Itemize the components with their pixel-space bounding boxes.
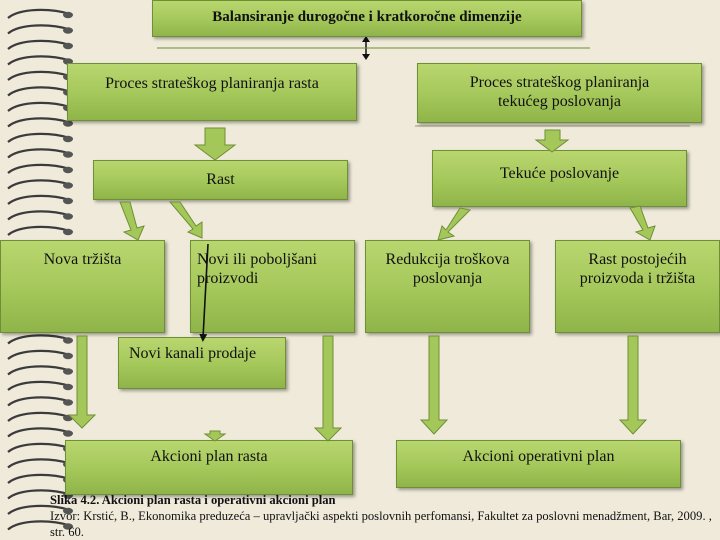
binding-hole — [63, 135, 73, 143]
binding-hole — [63, 182, 73, 189]
binding-ring — [7, 504, 71, 515]
binding-ring — [7, 380, 71, 391]
binding-hole — [63, 197, 73, 205]
caption-title: Slika 4.2. Akcioni plan rasta i operativ… — [50, 493, 336, 507]
node-new-products: Novi ili poboljšani proizvodi — [190, 240, 355, 333]
binding-ring — [7, 70, 71, 81]
binding-ring — [7, 427, 71, 438]
spiral-binding-icon — [7, 8, 73, 531]
binding-ring — [7, 349, 71, 360]
binding-ring — [7, 117, 71, 128]
binding-hole — [63, 27, 73, 34]
title-box: Balansiranje durogočne i kratkoročne dim… — [152, 0, 582, 37]
binding-ring — [7, 24, 71, 35]
binding-hole — [63, 228, 73, 236]
node-growth-action-plan-label: Akcioni plan rasta — [150, 448, 268, 465]
binding-ring — [7, 179, 71, 190]
node-current-business-label: Tekuće poslovanje — [499, 165, 620, 182]
binding-ring — [7, 442, 71, 453]
node-current-planning-label: Proces strateškog planiranja tekućeg pos… — [469, 74, 650, 110]
binding-hole — [63, 42, 73, 50]
node-growth-action-plan: Akcioni plan rasta — [65, 440, 353, 495]
binding-hole — [63, 523, 73, 530]
binding-hole — [63, 151, 73, 158]
node-new-markets: Nova tržišta — [0, 240, 165, 333]
binding-hole — [63, 166, 73, 174]
binding-ring — [7, 132, 71, 143]
binding-ring — [7, 473, 71, 484]
binding-ring — [7, 520, 71, 531]
node-growth: Rast — [93, 160, 348, 200]
binding-ring — [7, 210, 71, 221]
binding-ring — [7, 396, 71, 407]
binding-hole — [63, 120, 73, 127]
node-growth-label: Rast — [206, 171, 235, 188]
binding-ring — [7, 489, 71, 500]
caption-source: Izvor: Krstić, B., Ekonomika preduzeća –… — [50, 509, 712, 539]
binding-ring — [7, 86, 71, 97]
node-operational-action-plan-label: Akcioni operativni plan — [462, 448, 615, 465]
node-current-planning: Proces strateškog planiranja tekućeg pos… — [417, 63, 702, 123]
binding-ring — [7, 334, 71, 345]
node-new-channels-label: Novi kanali prodaje — [129, 345, 257, 362]
binding-hole — [63, 430, 73, 437]
node-new-markets-label: Nova tržišta — [43, 251, 122, 268]
title-text: Balansiranje durogočne i kratkoročne dim… — [212, 9, 522, 25]
binding-ring — [7, 225, 71, 236]
binding-ring — [7, 55, 71, 66]
binding-hole — [63, 507, 73, 515]
node-existing-growth: Rast postojećih proizvoda i tržišta — [555, 240, 720, 333]
binding-hole — [63, 11, 73, 19]
node-cost-reduction-label: Redukcija troškova poslovanja — [385, 251, 510, 287]
figure-caption: Slika 4.2. Akcioni plan rasta i operativ… — [50, 492, 720, 540]
node-new-channels: Novi kanali prodaje — [118, 337, 286, 389]
node-cost-reduction: Redukcija troškova poslovanja — [365, 240, 530, 333]
binding-ring — [7, 194, 71, 205]
node-current-business: Tekuće poslovanje — [432, 150, 687, 207]
node-growth-planning-label: Proces strateškog planiranja rasta — [105, 75, 319, 92]
binding-hole — [63, 213, 73, 220]
binding-ring — [7, 163, 71, 174]
node-new-products-label: Novi ili poboljšani proizvodi — [197, 251, 317, 287]
binding-ring — [7, 458, 71, 469]
node-operational-action-plan: Akcioni operativni plan — [396, 440, 681, 488]
binding-ring — [7, 101, 71, 112]
binding-ring — [7, 365, 71, 376]
node-growth-planning: Proces strateškog planiranja rasta — [67, 63, 357, 121]
binding-ring — [7, 8, 71, 19]
binding-ring — [7, 39, 71, 50]
node-existing-growth-label: Rast postojećih proizvoda i tržišta — [579, 251, 696, 287]
binding-ring — [7, 148, 71, 159]
binding-ring — [7, 411, 71, 422]
